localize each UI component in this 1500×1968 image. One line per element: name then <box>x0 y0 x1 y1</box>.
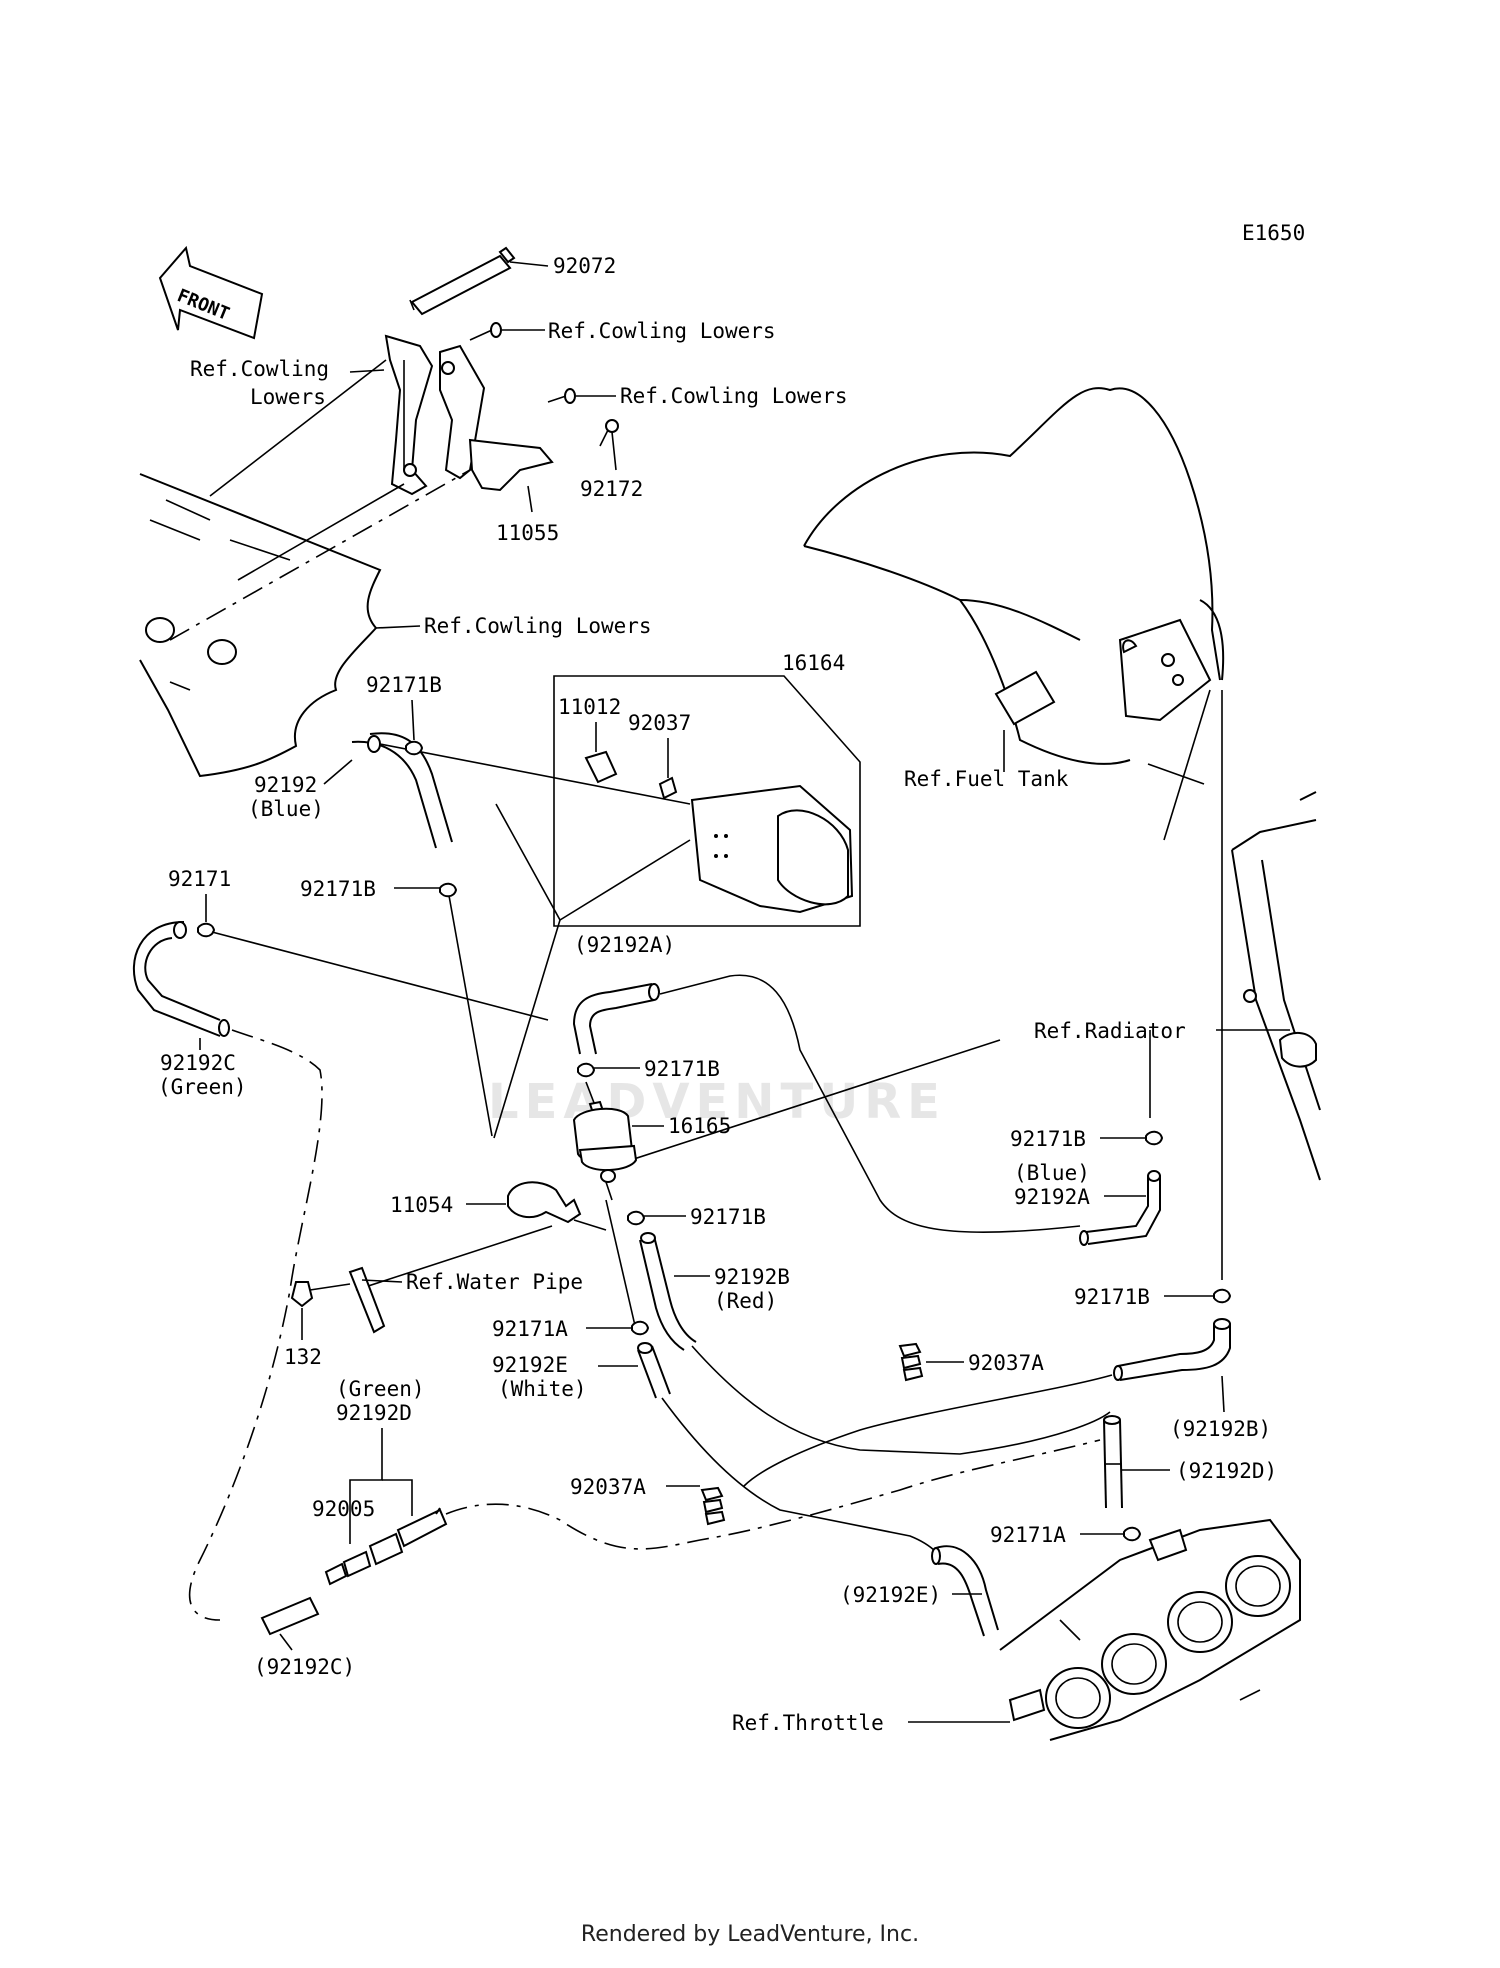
hose-92192D-left <box>368 1507 448 1566</box>
part-16165-fuel-filter <box>572 1081 638 1201</box>
label-ref-fuel-tank: Ref.Fuel Tank <box>904 767 1069 791</box>
part-16164-outline <box>553 675 861 927</box>
label-11012: 11012 <box>558 695 621 719</box>
label-92171B-2: 92171B <box>300 877 376 901</box>
label-92192B-paren: (92192B) <box>1170 1417 1271 1441</box>
clamp-icon <box>1145 1130 1164 1146</box>
label-92171: 92171 <box>168 867 231 891</box>
label-92171B-1: 92171B <box>366 673 442 697</box>
part-11055-bracket <box>384 334 554 496</box>
label-92192B: 92192B <box>714 1265 790 1289</box>
label-white: (White) <box>498 1377 587 1401</box>
hose-92192D-right <box>1103 1415 1123 1509</box>
label-92192A-paren: (92192A) <box>574 933 675 957</box>
cowling-lowers-panel <box>139 473 382 778</box>
label-16165: 16165 <box>668 1114 731 1138</box>
clamp-icon <box>1213 1288 1232 1304</box>
clamp-icon <box>1123 1526 1142 1542</box>
label-92171A-1: 92171A <box>492 1317 568 1341</box>
hose-92192C-lower <box>260 1596 320 1636</box>
part-92037A-clip-2 <box>700 1486 726 1526</box>
clamp-icon <box>439 882 458 898</box>
water-pipe-ref <box>348 1266 386 1334</box>
label-92171B-3: 92171B <box>644 1057 720 1081</box>
hose-92192C-upper <box>133 921 230 1037</box>
part-92037A-clip-1 <box>898 1342 924 1382</box>
radiator-ref <box>1231 791 1321 1181</box>
label-92171A-2: 92171A <box>990 1523 1066 1547</box>
footer-credit: Rendered by LeadVenture, Inc. <box>580 1922 920 1947</box>
hose-92192B-right <box>1113 1318 1231 1381</box>
label-16164: 16164 <box>782 651 845 675</box>
label-92192C-paren: (92192C) <box>254 1655 355 1679</box>
label-92192A: 92192A <box>1014 1185 1090 1209</box>
label-11055: 11055 <box>496 521 559 545</box>
label-ref-cowling-lowers-3: Ref.Cowling Lowers <box>424 614 652 638</box>
label-11054: 11054 <box>390 1193 453 1217</box>
clamp-icon <box>631 1320 650 1336</box>
label-blue-2: (Blue) <box>1014 1161 1090 1185</box>
part-92072-strap <box>409 246 516 316</box>
label-92192C: 92192C <box>160 1051 236 1075</box>
label-92192E: 92192E <box>492 1353 568 1377</box>
label-ref-cowling-lowers-2: Ref.Cowling Lowers <box>620 384 848 408</box>
throttle-body-ref <box>999 1518 1301 1741</box>
label-red: (Red) <box>714 1289 777 1313</box>
label-92037A-1: 92037A <box>968 1351 1044 1375</box>
clamp-icon <box>627 1210 646 1226</box>
label-92192: 92192 <box>254 773 317 797</box>
label-ref-throttle: Ref.Throttle <box>732 1711 884 1735</box>
label-green-1: (Green) <box>158 1075 247 1099</box>
label-92192D: 92192D <box>336 1401 412 1425</box>
label-92192D-paren: (92192D) <box>1176 1459 1277 1483</box>
label-92171B-5: 92171B <box>690 1205 766 1229</box>
hose-92192-blue <box>351 732 453 849</box>
part-11012 <box>584 750 618 784</box>
label-92072: 92072 <box>553 254 616 278</box>
clamp-icon <box>405 740 424 756</box>
label-92037: 92037 <box>628 711 691 735</box>
label-blue-1: (Blue) <box>248 797 324 821</box>
hose-92192B-red <box>639 1232 697 1351</box>
label-ref-cowling-left-b: Lowers <box>250 385 326 409</box>
label-92171B-4: 92171B <box>1010 1127 1086 1151</box>
label-92005: 92005 <box>312 1497 375 1521</box>
label-92037A-2: 92037A <box>570 1475 646 1499</box>
label-ref-water-pipe: Ref.Water Pipe <box>406 1270 583 1294</box>
clamp-icon <box>197 922 216 938</box>
part-16164-canister <box>690 784 854 914</box>
hose-92192A-lower <box>1079 1170 1161 1246</box>
hose-92192E-upper <box>637 1342 671 1399</box>
hose-92192E-lower <box>931 1545 999 1637</box>
label-132: 132 <box>284 1345 322 1369</box>
clamp-icon <box>577 1062 596 1078</box>
part-92005-fitting <box>324 1550 372 1586</box>
label-92171B-6: 92171B <box>1074 1285 1150 1309</box>
label-ref-cowling-lowers-1: Ref.Cowling Lowers <box>548 319 776 343</box>
fuel-tank-ref <box>803 387 1225 765</box>
label-ref-cowling-left-a: Ref.Cowling <box>190 357 329 381</box>
label-92172: 92172 <box>580 477 643 501</box>
part-11054-clip <box>507 1181 582 1224</box>
hose-92192A-upper <box>572 983 660 1055</box>
front-arrow-icon: FRONT <box>158 245 264 340</box>
diagram-code: E1650 <box>1242 221 1305 245</box>
label-ref-radiator: Ref.Radiator <box>1034 1019 1186 1043</box>
label-92192E-paren: (92192E) <box>840 1583 941 1607</box>
part-132-bolt <box>290 1281 351 1308</box>
part-92037-clip <box>658 776 678 800</box>
screw-icon <box>469 322 619 447</box>
label-green-2: (Green) <box>336 1377 425 1401</box>
